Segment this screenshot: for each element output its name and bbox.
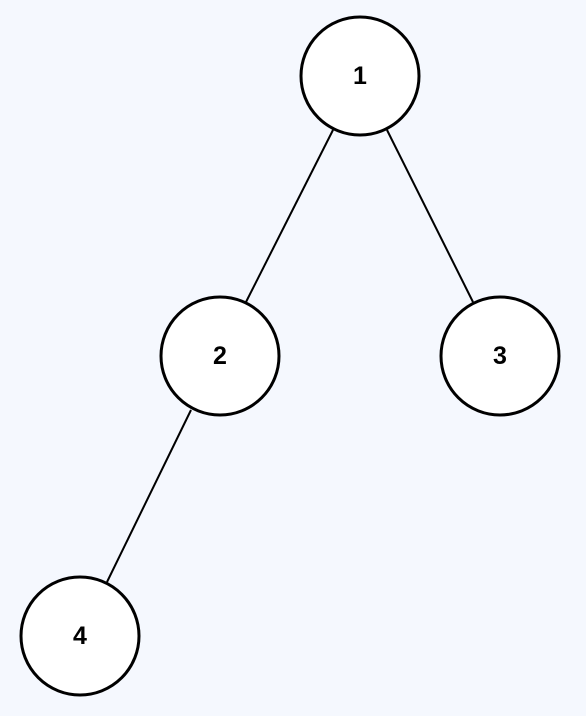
tree-node-3: 3 [439, 295, 561, 417]
node-label: 3 [493, 342, 507, 370]
tree-node-4: 4 [19, 575, 141, 697]
edge-2-4 [106, 409, 192, 583]
node-label: 1 [353, 62, 367, 90]
edge-1-2 [245, 129, 334, 303]
node-label: 2 [213, 342, 227, 370]
edges [106, 129, 474, 583]
tree-node-1: 1 [299, 15, 421, 137]
node-circle [19, 575, 141, 697]
edge-1-3 [386, 129, 474, 303]
tree-node-2: 2 [159, 295, 281, 417]
node-label: 4 [73, 622, 87, 650]
node-circle [159, 295, 281, 417]
node-circle [299, 15, 421, 137]
nodes: 1 2 3 4 [19, 15, 561, 697]
node-circle [439, 295, 561, 417]
